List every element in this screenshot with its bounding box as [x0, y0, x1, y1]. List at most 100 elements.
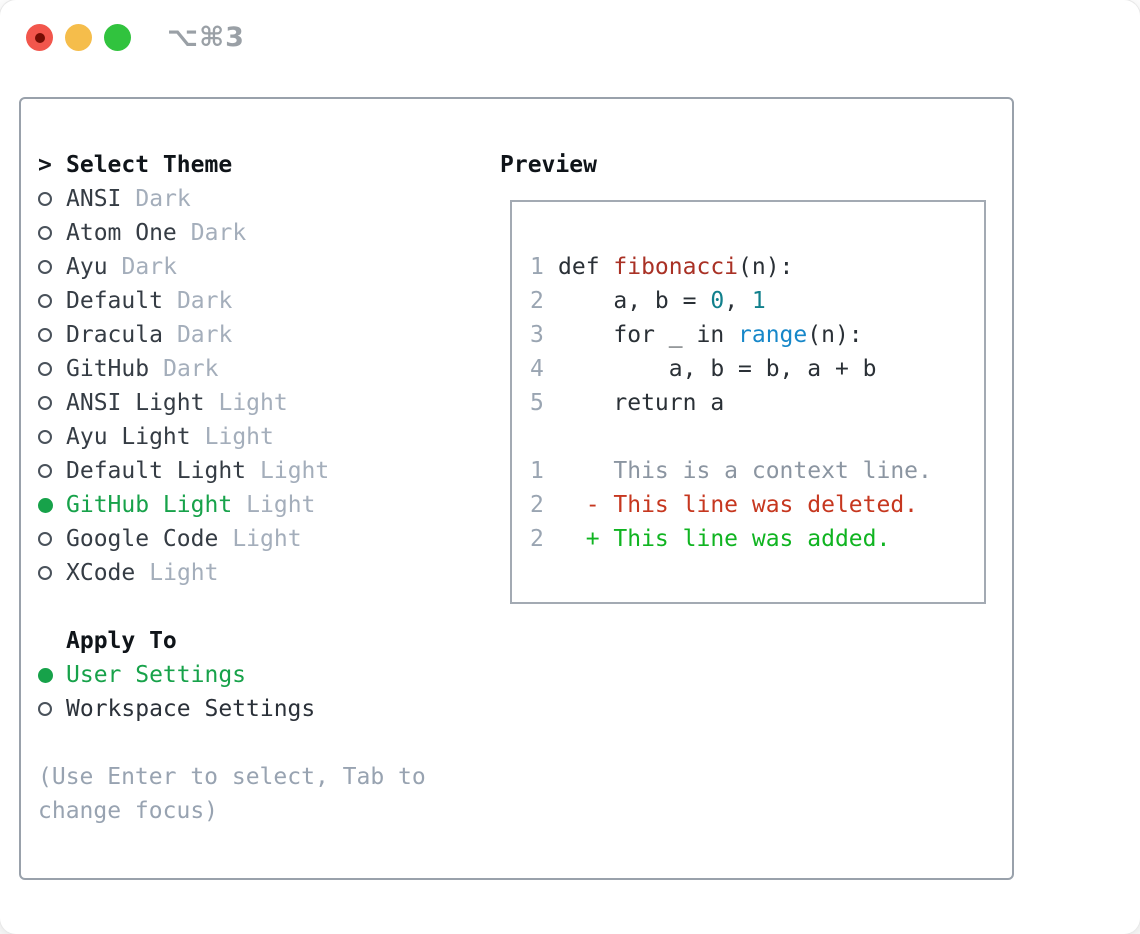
- theme-option[interactable]: GitHub Dark: [38, 352, 329, 386]
- theme-option-name: ANSI: [66, 186, 122, 212]
- diff-text: + This line was added.: [558, 526, 891, 552]
- code-token: ,: [724, 288, 752, 314]
- minimize-button[interactable]: [65, 24, 92, 51]
- apply-to-option[interactable]: Workspace Settings: [38, 692, 315, 726]
- code-token: (n):: [738, 254, 794, 280]
- help-line: (Use Enter to select, Tab to: [38, 764, 426, 790]
- theme-option[interactable]: ANSI Dark: [38, 182, 329, 216]
- theme-option-name: Google Code: [66, 526, 219, 552]
- code-token: a, b =: [558, 288, 711, 314]
- code-line: 3 for _ in range(n):: [530, 318, 984, 352]
- theme-option-variant: Light: [260, 458, 330, 484]
- zoom-button[interactable]: [104, 24, 131, 51]
- theme-picker-panel: > Select Theme ANSI Dark Atom One Dark A…: [19, 97, 1014, 880]
- theme-option-name: Atom One: [66, 220, 177, 246]
- code-token: 1: [751, 288, 766, 314]
- theme-option[interactable]: Default Dark: [38, 284, 329, 318]
- theme-option-variant: Light: [246, 492, 316, 518]
- diff-text: This is a context line.: [558, 458, 932, 484]
- theme-option[interactable]: XCode Light: [38, 556, 329, 590]
- apply-to-title: Apply To: [66, 628, 177, 654]
- theme-option[interactable]: Ayu Dark: [38, 250, 329, 284]
- theme-option-name: XCode: [66, 560, 136, 586]
- radio-icon: [38, 497, 53, 513]
- theme-option[interactable]: Atom One Dark: [38, 216, 329, 250]
- code-token: a, b = b, a + b: [558, 356, 877, 382]
- theme-option-name: GitHub Light: [66, 492, 233, 518]
- theme-list: > Select Theme ANSI Dark Atom One Dark A…: [38, 148, 329, 590]
- radio-icon: [38, 702, 52, 716]
- code-text: return a: [558, 390, 724, 416]
- theme-option[interactable]: Dracula Dark: [38, 318, 329, 352]
- theme-option[interactable]: Default Light Light: [38, 454, 329, 488]
- blank-line: [530, 420, 984, 454]
- theme-option-variant: Dark: [176, 288, 233, 314]
- preview-box: 1 def fibonacci(n): 2 a, b = 0, 1 3 for …: [510, 200, 986, 604]
- code-token: for _ in: [558, 322, 739, 348]
- radio-icon: [38, 192, 52, 206]
- theme-option-variant: Light: [204, 424, 274, 450]
- apply-to-option-label: User Settings: [66, 662, 247, 688]
- theme-option-variant: Dark: [121, 254, 177, 280]
- radio-icon: [38, 362, 52, 376]
- radio-icon: [38, 396, 52, 410]
- theme-list-title: Select Theme: [66, 152, 233, 178]
- theme-option-name: Ayu: [66, 254, 108, 280]
- radio-icon: [38, 532, 52, 546]
- diff-line: 1 This is a context line.: [530, 454, 984, 488]
- radio-icon: [38, 667, 53, 683]
- code-token: range: [738, 322, 808, 348]
- code-token: return a: [558, 390, 725, 416]
- radio-icon: [38, 226, 52, 240]
- theme-option-name: Ayu Light: [66, 424, 191, 450]
- line-number: 1: [530, 458, 544, 484]
- theme-option-name: GitHub: [66, 356, 150, 382]
- code-text: a, b = 0, 1: [558, 288, 766, 314]
- line-number: 4: [530, 356, 544, 382]
- theme-option-variant: Dark: [190, 220, 247, 246]
- radio-icon: [38, 464, 52, 478]
- theme-option-variant: Light: [232, 526, 302, 552]
- theme-option[interactable]: Ayu Light Light: [38, 420, 329, 454]
- theme-option[interactable]: ANSI Light Light: [38, 386, 329, 420]
- code-token: fibonacci: [613, 254, 739, 280]
- diff-line: 2 + This line was added.: [530, 522, 984, 556]
- line-number: 2: [530, 526, 544, 552]
- close-button[interactable]: [26, 24, 53, 51]
- line-number: 1: [530, 254, 544, 280]
- apply-to-option[interactable]: User Settings: [38, 658, 315, 692]
- radio-icon: [38, 294, 52, 308]
- apply-to-header: Apply To: [38, 624, 315, 658]
- theme-option-variant: Light: [218, 390, 288, 416]
- theme-list-header: > Select Theme: [38, 148, 329, 182]
- code-token: (n):: [807, 322, 863, 348]
- theme-option-variant: Dark: [163, 356, 219, 382]
- titlebar: ⌥⌘3: [0, 0, 1140, 76]
- theme-option[interactable]: Google Code Light: [38, 522, 329, 556]
- line-number: 2: [530, 288, 544, 314]
- diff-line: 2 - This line was deleted.: [530, 488, 984, 522]
- code-line: 4 a, b = b, a + b: [530, 352, 984, 386]
- radio-icon: [38, 566, 52, 580]
- code-token: def: [558, 254, 614, 280]
- radio-icon: [38, 430, 52, 444]
- apply-to-option-label: Workspace Settings: [66, 696, 316, 722]
- theme-option-name: Default Light: [66, 458, 247, 484]
- line-number: 5: [530, 390, 544, 416]
- diff-text: - This line was deleted.: [558, 492, 919, 518]
- radio-icon: [38, 260, 52, 274]
- code-line: 5 return a: [530, 386, 984, 420]
- theme-option-name: ANSI Light: [66, 390, 205, 416]
- theme-option-variant: Light: [149, 560, 219, 586]
- code-text: a, b = b, a + b: [558, 356, 877, 382]
- code-line: 2 a, b = 0, 1: [530, 284, 984, 318]
- help-line: change focus): [38, 798, 219, 824]
- titlebar-shortcut-label: ⌥⌘3: [167, 22, 245, 53]
- theme-option[interactable]: GitHub Light Light: [38, 488, 329, 522]
- theme-option-variant: Dark: [176, 322, 233, 348]
- line-number: 2: [530, 492, 544, 518]
- focus-prompt-icon: >: [38, 152, 52, 178]
- code-line: 1 def fibonacci(n):: [530, 250, 984, 284]
- theme-option-variant: Dark: [135, 186, 191, 212]
